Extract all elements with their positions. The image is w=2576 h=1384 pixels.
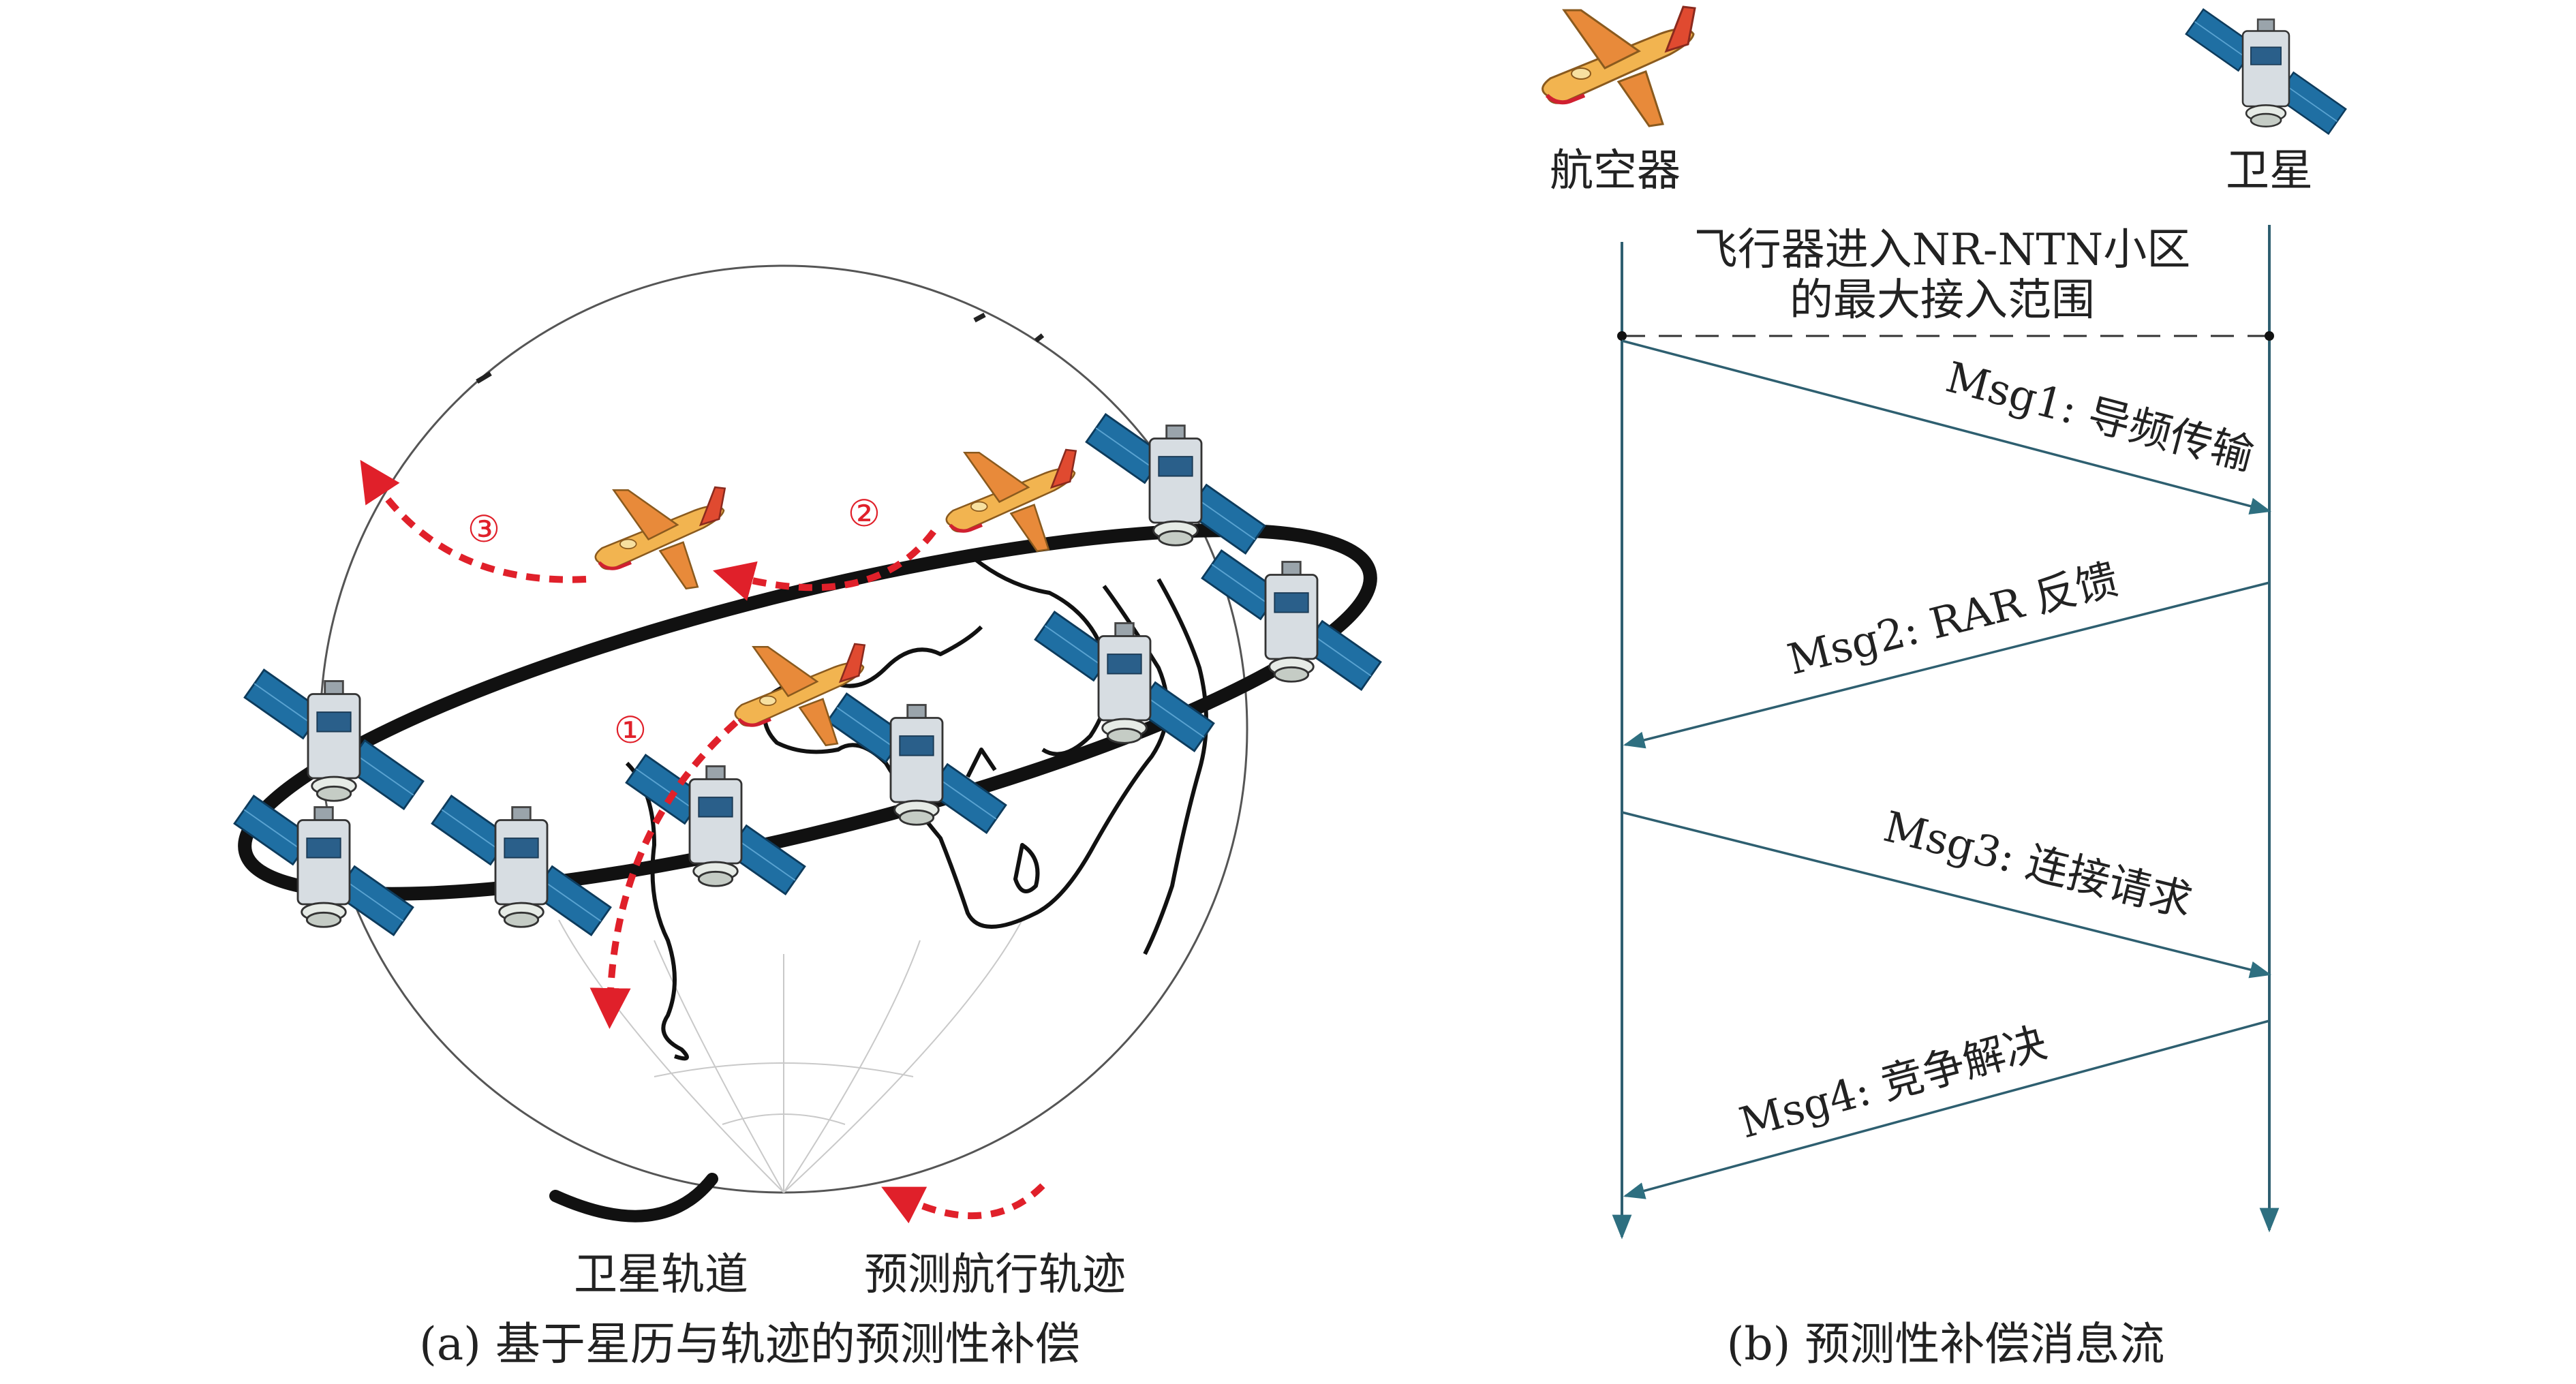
msg2: Msg2: RAR 反馈 bbox=[1623, 554, 2270, 749]
aircraft-label: 航空器 bbox=[1550, 146, 1681, 196]
legend-orbit-label: 卫星轨道 bbox=[574, 1250, 748, 1300]
airplane-icon bbox=[1543, 7, 1695, 126]
msg4-arrow bbox=[1623, 1019, 2270, 1199]
msg2-label: Msg2: RAR 反馈 bbox=[1783, 554, 2123, 685]
step-marker-3: ③ bbox=[467, 508, 500, 551]
msg2-arrow bbox=[1623, 581, 2270, 749]
caption-a: (a) 基于星历与轨迹的预测性补偿 bbox=[419, 1318, 1080, 1370]
caption-b: (b) 预测性补偿消息流 bbox=[1727, 1318, 2165, 1370]
legend: 卫星轨道 预测航行轨迹 bbox=[549, 1173, 1126, 1300]
step-marker-1: ① bbox=[614, 709, 647, 752]
legend-trajectory-swatch bbox=[881, 1183, 1045, 1224]
range-dot-right bbox=[2265, 331, 2274, 341]
legend-orbit-swatch bbox=[549, 1173, 718, 1222]
range-dot-left bbox=[1617, 331, 1627, 341]
msg3-arrow bbox=[1621, 811, 2272, 979]
trajectory-3 bbox=[360, 459, 587, 583]
msg3: Msg3: 连接请求 bbox=[1621, 801, 2272, 979]
msg3-label: Msg3: 连接请求 bbox=[1879, 801, 2197, 927]
satellite-orbit bbox=[238, 523, 1377, 901]
msg1-label: Msg1: 导频传输 bbox=[1941, 352, 2258, 480]
satellite-label: 卫星 bbox=[2226, 146, 2313, 196]
msg1-arrow bbox=[1621, 339, 2272, 514]
msg4: Msg4: 竞争解决 bbox=[1623, 1017, 2270, 1199]
range-note-line2: 的最大接入范围 bbox=[1790, 275, 2095, 326]
panel-a: ① ② ③ 卫星轨道 预测航行轨迹 (a) 基于星历与轨迹的预测性补偿 bbox=[233, 264, 1382, 1370]
panel-b: 航空器 卫星 飞行器进入NR-NTN小区 的最大接入范围 Msg1: 导频传输 … bbox=[1543, 7, 2347, 1370]
predicted-trajectories bbox=[360, 459, 936, 1029]
range-note-line1: 飞行器进入NR-NTN小区 bbox=[1694, 225, 2191, 275]
msg4-label: Msg4: 竞争解决 bbox=[1734, 1017, 2052, 1148]
legend-trajectory-label: 预测航行轨迹 bbox=[864, 1250, 1126, 1300]
satellite-icon bbox=[2185, 8, 2347, 135]
trajectory-2 bbox=[713, 529, 936, 601]
msg1: Msg1: 导频传输 bbox=[1621, 339, 2272, 514]
step-marker-2: ② bbox=[848, 492, 880, 535]
